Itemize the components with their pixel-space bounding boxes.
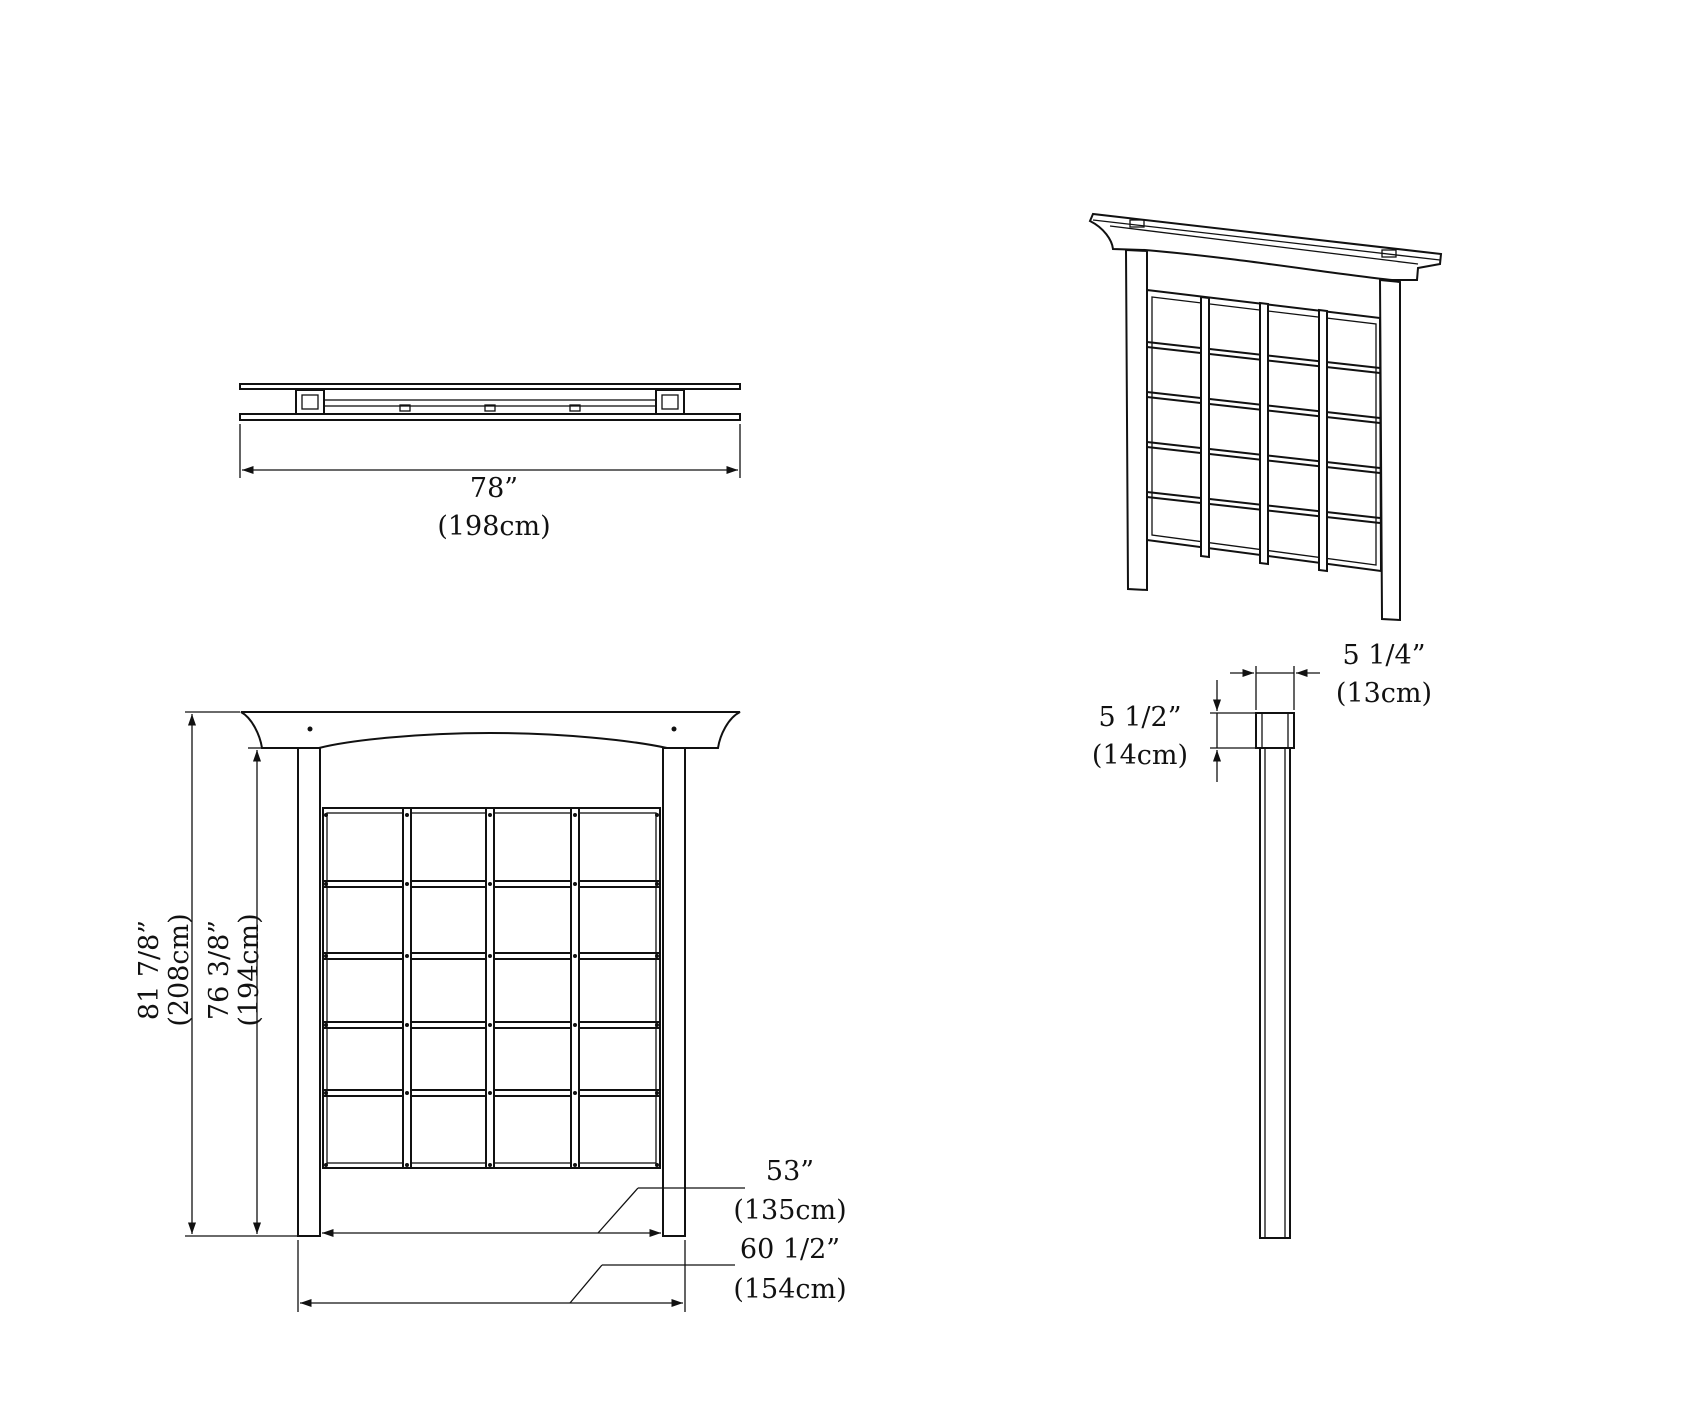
side-header-height-metric: (14cm): [1092, 740, 1188, 771]
perspective-lattice-panel: [1146, 288, 1383, 573]
front-posts: [297, 747, 686, 1237]
post-height-label: 76 3/8”: [204, 920, 235, 1020]
side-depth-metric: (13cm): [1336, 678, 1432, 709]
perspective-posts: [1124, 248, 1401, 622]
front-header-beam: [240, 711, 741, 749]
overall-height-dimension: [185, 711, 298, 1237]
post-height-dimension: [248, 747, 262, 1234]
top-view: 78” (198cm): [239, 383, 741, 542]
side-depth-dimension: [1230, 666, 1320, 710]
post-height-labels: 76 3/8” (194cm): [204, 913, 265, 1026]
outer-width-label: 60 1/2”: [740, 1234, 840, 1265]
post-height-metric: (194cm): [234, 913, 265, 1026]
overall-height-metric: (208cm): [164, 913, 195, 1026]
inner-width-label: 53”: [766, 1156, 814, 1187]
outer-width-metric: (154cm): [733, 1274, 846, 1305]
overall-height-labels: 81 7/8” (208cm): [134, 913, 195, 1026]
front-lattice-panel: [322, 807, 661, 1169]
inner-width-metric: (135cm): [733, 1195, 846, 1226]
front-view: 81 7/8” (208cm) 76 3/8” (194cm) 53” (135…: [134, 711, 847, 1312]
side-post: [1255, 712, 1295, 1239]
side-header-height-dimension: [1210, 680, 1256, 782]
top-width-label: 78”: [470, 473, 518, 504]
side-depth-label: 5 1/4”: [1342, 640, 1425, 671]
side-view: 5 1/4” (13cm) 5 1/2” (14cm): [1092, 640, 1432, 1239]
side-header-height-label: 5 1/2”: [1098, 702, 1181, 733]
outer-width-dimension: [297, 1240, 735, 1312]
perspective-header-beam: [1088, 212, 1443, 281]
inner-width-dimension: [322, 1187, 745, 1238]
top-view-beam: [239, 383, 741, 421]
top-width-metric: (198cm): [437, 511, 550, 542]
top-view-width-dimension: [239, 424, 741, 478]
perspective-view: [1088, 212, 1443, 622]
overall-height-label: 81 7/8”: [134, 920, 165, 1020]
